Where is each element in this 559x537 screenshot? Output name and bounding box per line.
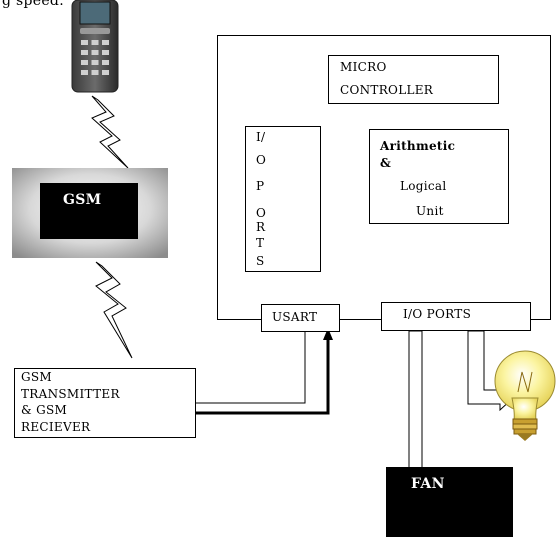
io-vertical-char: R bbox=[256, 220, 266, 234]
micro-label-line2: CONTROLLER bbox=[340, 83, 434, 97]
transceiver-line3: & GSM bbox=[21, 403, 68, 417]
gsm-transceiver-box: GSM TRANSMITTER & GSM RECIEVER bbox=[14, 368, 196, 438]
fan-label: FAN bbox=[411, 476, 445, 492]
io-ports-bottom-box: I/O PORTS bbox=[381, 302, 531, 331]
wireless-link-icon bbox=[95, 261, 133, 359]
usart-box: USART bbox=[261, 304, 340, 332]
transceiver-line1: GSM bbox=[21, 370, 52, 384]
gsm-label: GSM bbox=[63, 192, 102, 208]
io-vertical-char: S bbox=[256, 254, 265, 268]
light-bulb-icon bbox=[494, 350, 556, 441]
io-vertical-char: I/ bbox=[256, 130, 266, 144]
fan-block: FAN bbox=[386, 467, 513, 537]
io-ports-bottom-label: I/O PORTS bbox=[403, 307, 472, 321]
io-vertical-char: T bbox=[256, 236, 265, 250]
cut-caption: g speed. bbox=[2, 0, 64, 9]
alu-line2: & bbox=[380, 156, 392, 170]
transceiver-line4: RECIEVER bbox=[21, 420, 91, 434]
io-ports-vertical-box: I/ O P O R T S bbox=[245, 126, 321, 272]
alu-line1: Arithmetic bbox=[380, 139, 456, 153]
transceiver-line2: TRANSMITTER bbox=[21, 387, 120, 401]
alu-box: Arithmetic & Logical Unit bbox=[369, 129, 509, 224]
micro-label-line1: MICRO bbox=[340, 60, 387, 74]
transceiver-to-usart-arrow bbox=[196, 328, 333, 415]
alu-line3: Logical bbox=[400, 179, 447, 193]
mobile-phone-icon bbox=[71, 0, 119, 93]
wireless-link-icon bbox=[91, 95, 129, 169]
io-vertical-char: O bbox=[256, 153, 267, 167]
io-vertical-char: P bbox=[256, 179, 265, 193]
usart-label: USART bbox=[272, 310, 318, 324]
micro-controller-label-box: MICRO CONTROLLER bbox=[328, 55, 499, 104]
alu-line4: Unit bbox=[416, 204, 444, 218]
io-vertical-char: O bbox=[256, 206, 267, 220]
gsm-module: GSM bbox=[40, 183, 138, 239]
